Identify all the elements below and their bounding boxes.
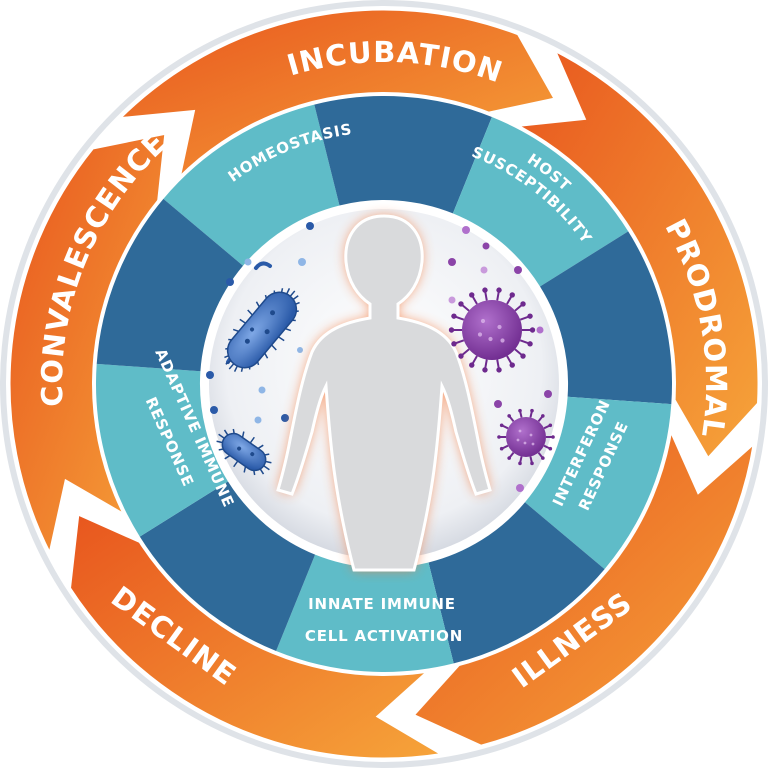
response-segment — [540, 231, 672, 405]
bacteria-icon — [224, 288, 300, 372]
virus-icon — [497, 408, 555, 466]
virus-icon — [448, 287, 536, 373]
response-label-cell-activation: CELL ACTIVATION — [305, 627, 463, 645]
response-segment — [139, 481, 316, 651]
response-segment — [276, 554, 454, 672]
response-segment — [96, 198, 243, 372]
response-segment — [428, 502, 605, 664]
center-panel — [201, 201, 567, 572]
bacteria-icon — [216, 428, 272, 476]
response-segment — [452, 117, 629, 287]
human-silhouette-icon — [276, 214, 492, 572]
response-segment — [163, 104, 340, 266]
response-label-innate-immune: INNATE IMMUNE — [308, 595, 456, 613]
response-segment — [96, 363, 229, 537]
response-segment — [525, 396, 672, 570]
response-segment — [314, 96, 492, 214]
